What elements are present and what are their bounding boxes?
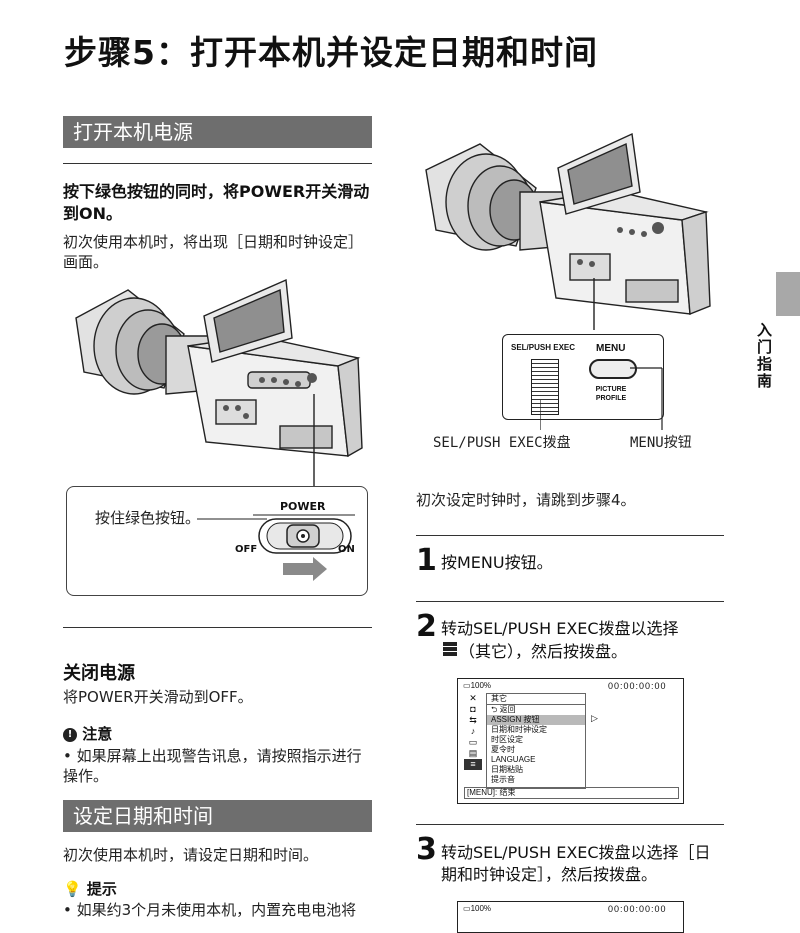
- on-label: ON: [338, 544, 355, 555]
- timecode: 00:00:00:00: [608, 904, 667, 914]
- camera-icon: ◘: [470, 704, 476, 714]
- step-text: 转动SEL/PUSH EXEC拨盘以选择［日: [441, 843, 711, 862]
- step-text: 按MENU按钮。: [441, 553, 553, 572]
- step-text-continued: 期和时钟设定］，然后按拨盘。: [441, 865, 658, 884]
- display-icon: ▭: [468, 737, 478, 747]
- menu-category-title: 其它: [487, 694, 585, 705]
- step-text-continued: （其它），然后按拨盘。: [459, 642, 628, 661]
- menu-button-shape: [589, 359, 637, 379]
- power-switch-icon: [197, 514, 355, 581]
- tip-title: 提示: [86, 880, 117, 898]
- menu-item-beep[interactable]: 提示音: [491, 775, 515, 784]
- menu-item-date-clock[interactable]: 日期和时钟设定: [491, 725, 547, 734]
- menu-item-assign[interactable]: ASSIGN 按钮: [487, 715, 585, 725]
- music-icon: ♪: [470, 726, 476, 736]
- tc-icon: ▤: [468, 748, 478, 758]
- audio-icon: ⇆: [469, 715, 477, 725]
- menu-button-caption: MENU按钮: [630, 435, 692, 451]
- power-switch-callout: 按住绿色按钮。 POWER OFF ON: [66, 486, 368, 596]
- menu-item-date-stamp[interactable]: 日期粘贴: [491, 765, 523, 774]
- other-menu-icon: [441, 640, 459, 658]
- sel-push-exec-caption: SEL/PUSH EXEC拨盘: [433, 435, 571, 451]
- divider: [416, 535, 724, 536]
- power-on-instruction: 按下绿色按钮的同时，将POWER开关滑动到ON。: [63, 182, 370, 223]
- divider: [63, 163, 372, 164]
- page-title: 步骤5：打开本机并设定日期和时间: [64, 33, 598, 72]
- menu-category-icons: ✕ ◘ ⇆ ♪ ▭ ▤ ≡: [464, 693, 482, 770]
- side-tab-marker: [776, 272, 800, 316]
- menu-item-time-zone[interactable]: 时区设定: [491, 735, 523, 744]
- side-tab-label: 入门指南: [755, 322, 773, 390]
- camera-illustration-menu: [425, 132, 711, 330]
- menu-screen: ▭100% 00:00:00:00 ✕ ◘ ⇆ ♪ ▭ ▤ ≡ 其它 ⮌ 返回 …: [457, 678, 684, 804]
- menu-footer: [MENU]: 结束: [464, 787, 679, 799]
- timecode: 00:00:00:00: [608, 681, 667, 691]
- divider: [416, 824, 724, 825]
- caution-text: • 如果屏幕上出现警告讯息，请按照指示进行操作。: [63, 747, 362, 785]
- picture-profile-small-label: PICTURE PROFILE: [595, 386, 627, 402]
- divider: [63, 627, 372, 628]
- cross-tools-icon: ✕: [469, 693, 477, 703]
- caution-icon: !: [63, 727, 77, 742]
- power-off-text: 将POWER开关滑动到OFF。: [63, 688, 253, 706]
- skip-note: 初次设定时钟时，请跳到步骤4。: [416, 491, 636, 509]
- tip-text: • 如果约3个月未使用本机，内置充电电池将: [63, 901, 357, 919]
- section-heading-power-on: 打开本机电源: [63, 116, 372, 148]
- caution-heading: ! 注意: [63, 723, 112, 744]
- other-menu-icon: ≡: [464, 759, 482, 770]
- date-time-text: 初次使用本机时，请设定日期和时间。: [63, 846, 319, 864]
- sel-push-exec-dial: [531, 359, 559, 415]
- battery-indicator: ▭100%: [463, 681, 492, 690]
- sel-push-exec-small-label: SEL/PUSH EXEC: [511, 343, 576, 352]
- battery-percent: 100%: [470, 681, 492, 690]
- menu-item-back[interactable]: ⮌ 返回: [491, 705, 516, 714]
- tip-heading: 💡 提示: [63, 878, 117, 899]
- step-text: 转动SEL/PUSH EXEC拨盘以选择: [441, 619, 679, 638]
- caution-title: 注意: [82, 725, 113, 743]
- section-heading-date-time: 设定日期和时间: [63, 800, 372, 832]
- menu-screen-partial: ▭100% 00:00:00:00: [457, 901, 684, 933]
- hold-green-button-label: 按住绿色按钮。: [95, 509, 201, 527]
- menu-list: 其它 ⮌ 返回 ASSIGN 按钮 日期和时钟设定 时区设定 夏令时 LANGU…: [486, 693, 586, 789]
- divider: [416, 601, 724, 602]
- controls-zoom-callout: SEL/PUSH EXEC MENU PICTURE PROFILE: [502, 334, 664, 420]
- submenu-arrow-icon: ▷: [591, 713, 598, 723]
- off-label: OFF: [235, 544, 258, 555]
- menu-item-language[interactable]: LANGUAGE: [491, 755, 536, 764]
- lightbulb-icon: 💡: [63, 880, 82, 898]
- menu-item-dst[interactable]: 夏令时: [491, 745, 515, 754]
- camera-illustration-power: [75, 278, 363, 486]
- power-label: POWER: [280, 500, 326, 513]
- menu-small-label: MENU: [596, 343, 626, 354]
- callout-leader-lines: [540, 367, 663, 430]
- step-number: 2: [416, 609, 437, 644]
- step-number: 3: [416, 832, 437, 867]
- step-number: 1: [416, 543, 437, 578]
- power-off-heading: 关闭电源: [63, 663, 135, 684]
- power-on-note: 初次使用本机时，将出现［日期和时钟设定］画面。: [63, 233, 364, 271]
